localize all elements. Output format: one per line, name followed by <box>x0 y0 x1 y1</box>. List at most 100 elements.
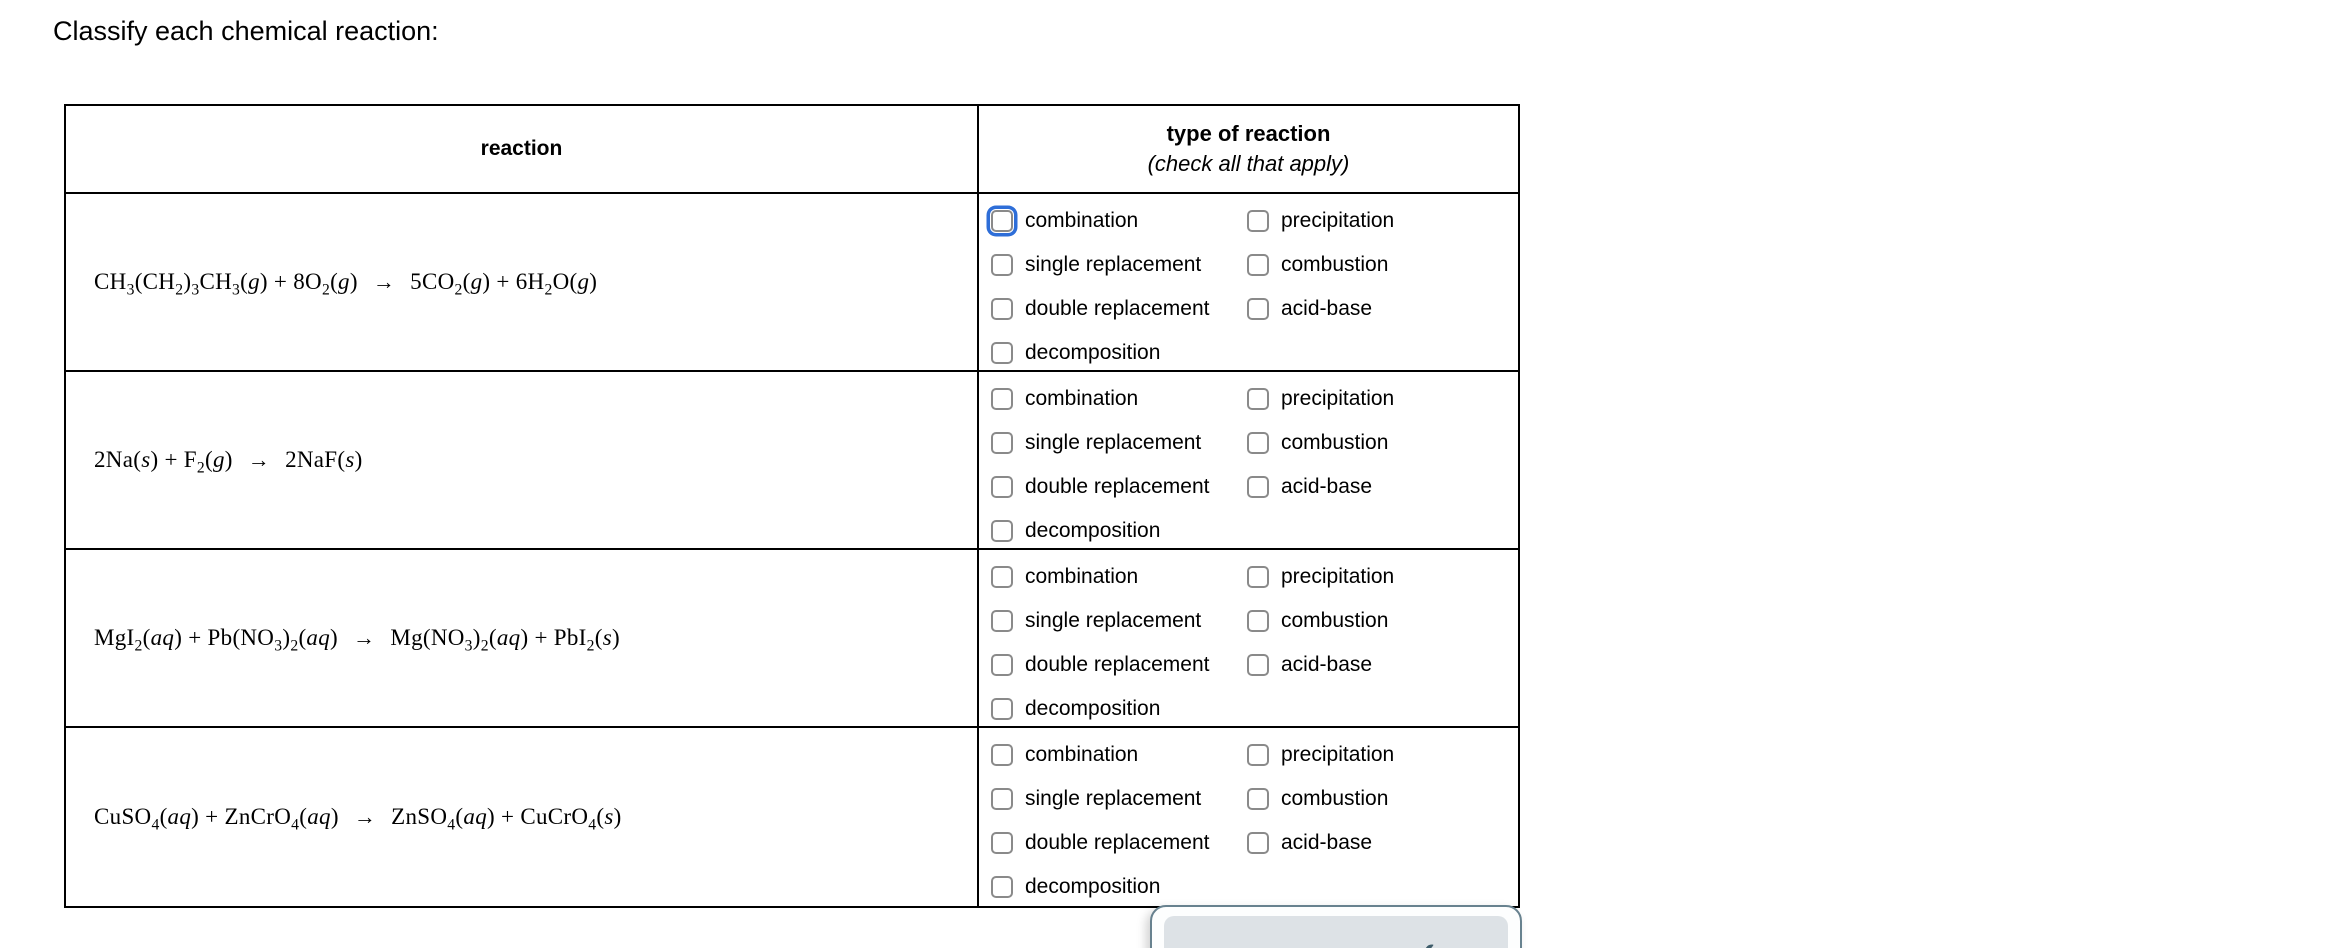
checkbox-row3-decomposition[interactable] <box>991 697 1013 720</box>
checkbox-row4-combination[interactable] <box>991 743 1013 766</box>
checkbox-row2-decomposition[interactable] <box>991 519 1013 542</box>
checkbox-row4-precipitation[interactable] <box>1247 743 1269 766</box>
checkbox-row3-precipitation[interactable] <box>1247 565 1269 588</box>
checkbox-row3-single-replacement[interactable] <box>991 609 1013 632</box>
header-type-title: type of reaction <box>1166 121 1331 146</box>
type-cell: combination single replacement double repl… <box>979 728 1518 906</box>
option-row2-precipitation: precipitation <box>1247 387 1518 410</box>
option-label: single replacement <box>1025 430 1202 454</box>
checkbox-row1-single-replacement[interactable] <box>991 253 1013 276</box>
option-row2-single-replacement: single replacement <box>991 431 1247 454</box>
option-label: double replacement <box>1025 296 1210 320</box>
answer-panel-button[interactable]: ✕ ✓ <box>1164 916 1508 948</box>
option-row4-precipitation: precipitation <box>1247 743 1518 766</box>
option-label: double replacement <box>1025 652 1210 676</box>
option-row3-precipitation: precipitation <box>1247 565 1518 588</box>
option-label: acid-base <box>1281 296 1373 320</box>
option-label: acid-base <box>1281 830 1373 854</box>
checkbox-row4-single-replacement[interactable] <box>991 787 1013 810</box>
option-row3-combination: combination <box>991 565 1247 588</box>
option-row4-combustion: combustion <box>1247 787 1518 810</box>
page-title: Classify each chemical reaction: <box>53 16 439 46</box>
option-label: decomposition <box>1025 696 1161 720</box>
option-label: decomposition <box>1025 518 1161 542</box>
checkbox-row2-single-replacement[interactable] <box>991 431 1013 454</box>
options-right: precipitation combustion acid-base <box>1247 387 1518 548</box>
checkbox-row1-precipitation[interactable] <box>1247 209 1269 232</box>
option-row2-double-replacement: double replacement <box>991 475 1247 498</box>
checkbox-row2-combination[interactable] <box>991 387 1013 410</box>
option-row3-double-replacement: double replacement <box>991 653 1247 676</box>
checkbox-row2-precipitation[interactable] <box>1247 387 1269 410</box>
checkbox-row3-combination[interactable] <box>991 565 1013 588</box>
checkbox-row3-double-replacement[interactable] <box>991 653 1013 676</box>
option-row2-combustion: combustion <box>1247 431 1518 454</box>
option-row1-double-replacement: double replacement <box>991 297 1247 320</box>
option-row3-decomposition: decomposition <box>991 697 1247 720</box>
option-row3-combustion: combustion <box>1247 609 1518 632</box>
option-row4-double-replacement: double replacement <box>991 831 1247 854</box>
checkbox-row2-double-replacement[interactable] <box>991 475 1013 498</box>
checkbox-row1-combustion[interactable] <box>1247 253 1269 276</box>
checkbox-row1-combination[interactable] <box>991 209 1013 232</box>
option-label: double replacement <box>1025 474 1210 498</box>
option-label: acid-base <box>1281 474 1373 498</box>
options-left: combination single replacement double repl… <box>991 743 1247 906</box>
option-label: precipitation <box>1281 742 1395 766</box>
option-row4-decomposition: decomposition <box>991 875 1247 898</box>
reaction-formula: 2Na(s) + F2(g)→2NaF(s) <box>94 447 363 477</box>
checkbox-row2-combustion[interactable] <box>1247 431 1269 454</box>
option-row1-acid-base: acid-base <box>1247 297 1518 320</box>
checkbox-row3-combustion[interactable] <box>1247 609 1269 632</box>
options-left: combination single replacement double repl… <box>991 209 1247 370</box>
option-row4-combination: combination <box>991 743 1247 766</box>
reaction-formula: CH3(CH2)3CH3(g) + 8O2(g)→5CO2(g) + 6H2O(… <box>94 269 598 299</box>
checkbox-row1-decomposition[interactable] <box>991 341 1013 364</box>
option-label: combination <box>1025 564 1139 588</box>
option-label: combustion <box>1281 608 1389 632</box>
option-row1-combination: combination <box>991 209 1247 232</box>
checkbox-row4-decomposition[interactable] <box>991 875 1013 898</box>
option-label: precipitation <box>1281 564 1395 588</box>
type-cell: combination single replacement double repl… <box>979 194 1518 370</box>
checkbox-row4-combustion[interactable] <box>1247 787 1269 810</box>
table-header-row: reaction type of reaction (check all tha… <box>66 106 1518 194</box>
option-label: combination <box>1025 742 1139 766</box>
option-label: decomposition <box>1025 874 1161 898</box>
reaction-cell: 2Na(s) + F2(g)→2NaF(s) <box>66 372 979 548</box>
reaction-formula: CuSO4(aq) + ZnCrO4(aq)→ZnSO4(aq) + CuCrO… <box>94 804 622 834</box>
table-row: MgI2(aq) + Pb(NO3)2(aq)→Mg(NO3)2(aq) + P… <box>66 550 1518 728</box>
option-label: precipitation <box>1281 208 1395 232</box>
option-label: combustion <box>1281 430 1389 454</box>
reaction-cell: CH3(CH2)3CH3(g) + 8O2(g)→5CO2(g) + 6H2O(… <box>66 194 979 370</box>
header-type-subtitle: (check all that apply) <box>1147 151 1350 176</box>
option-row1-decomposition: decomposition <box>991 341 1247 364</box>
option-row2-acid-base: acid-base <box>1247 475 1518 498</box>
option-row4-acid-base: acid-base <box>1247 831 1518 854</box>
option-label: single replacement <box>1025 786 1202 810</box>
checkbox-row2-acid-base[interactable] <box>1247 475 1269 498</box>
checkbox-row1-double-replacement[interactable] <box>991 297 1013 320</box>
header-reaction: reaction <box>66 106 979 192</box>
reaction-cell: MgI2(aq) + Pb(NO3)2(aq)→Mg(NO3)2(aq) + P… <box>66 550 979 726</box>
option-row3-single-replacement: single replacement <box>991 609 1247 632</box>
checkbox-row3-acid-base[interactable] <box>1247 653 1269 676</box>
option-label: single replacement <box>1025 252 1202 276</box>
options-left: combination single replacement double repl… <box>991 565 1247 726</box>
check-icon[interactable]: ✓ <box>1400 930 1442 948</box>
table-row: CuSO4(aq) + ZnCrO4(aq)→ZnSO4(aq) + CuCrO… <box>66 728 1518 906</box>
type-cell: combination single replacement double repl… <box>979 550 1518 726</box>
answer-panel: ✕ ✓ <box>1150 905 1522 948</box>
checkbox-row1-acid-base[interactable] <box>1247 297 1269 320</box>
checkbox-row4-acid-base[interactable] <box>1247 831 1269 854</box>
x-icon[interactable]: ✕ <box>1232 943 1267 948</box>
checkbox-row4-double-replacement[interactable] <box>991 831 1013 854</box>
reaction-cell: CuSO4(aq) + ZnCrO4(aq)→ZnSO4(aq) + CuCrO… <box>66 728 979 906</box>
header-type-of-reaction: type of reaction (check all that apply) <box>979 106 1518 192</box>
option-label: decomposition <box>1025 340 1161 364</box>
